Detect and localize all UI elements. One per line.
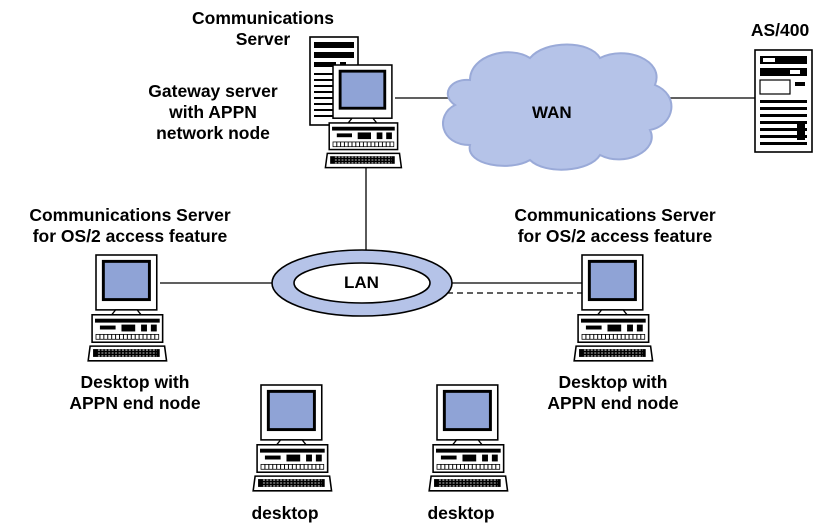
right-desktop-computer-icon [573, 254, 654, 362]
gateway-label-line1: Gateway server [148, 81, 278, 101]
access-left-label: Communications Server for OS/2 access fe… [0, 205, 260, 247]
comm-server-label: Communications Server [168, 8, 358, 50]
as400-server-icon [754, 49, 813, 153]
lan-ring-icon [271, 249, 453, 317]
as400-label: AS/400 [750, 20, 810, 40]
end-right-label-line1: Desktop with [558, 372, 668, 392]
comm-server-label-line2: Server [235, 29, 291, 49]
desktop1-label: desktop [251, 503, 319, 523]
access-right-label-line2: for OS/2 access feature [517, 226, 713, 246]
gateway-label-line3: network node [156, 123, 270, 143]
desktop2-computer-icon [428, 384, 509, 492]
left-desktop-computer-icon [87, 254, 168, 362]
end-right-label-line2: APPN end node [547, 393, 679, 413]
access-right-label: Communications Server for OS/2 access fe… [485, 205, 745, 247]
desktop2-label: desktop [427, 503, 495, 523]
end-right-label: Desktop with APPN end node [523, 372, 703, 414]
desktop1-computer-icon [252, 384, 333, 492]
wan-label: WAN [532, 103, 572, 122]
access-left-label-line2: for OS/2 access feature [32, 226, 228, 246]
end-left-label-line2: APPN end node [69, 393, 201, 413]
gateway-label-line2: with APPN [169, 102, 257, 122]
end-left-label-line1: Desktop with [80, 372, 190, 392]
comm-server-label-line1: Communications [192, 8, 334, 28]
wan-cloud-icon [442, 43, 673, 171]
access-left-label-line1: Communications Server [29, 205, 231, 225]
end-left-label: Desktop with APPN end node [45, 372, 225, 414]
access-right-label-line1: Communications Server [514, 205, 716, 225]
lan-label: LAN [344, 273, 379, 292]
connection-lines [160, 97, 755, 294]
gateway-label: Gateway server with APPN network node [118, 81, 308, 144]
gateway-desktop-computer-icon [324, 64, 403, 169]
